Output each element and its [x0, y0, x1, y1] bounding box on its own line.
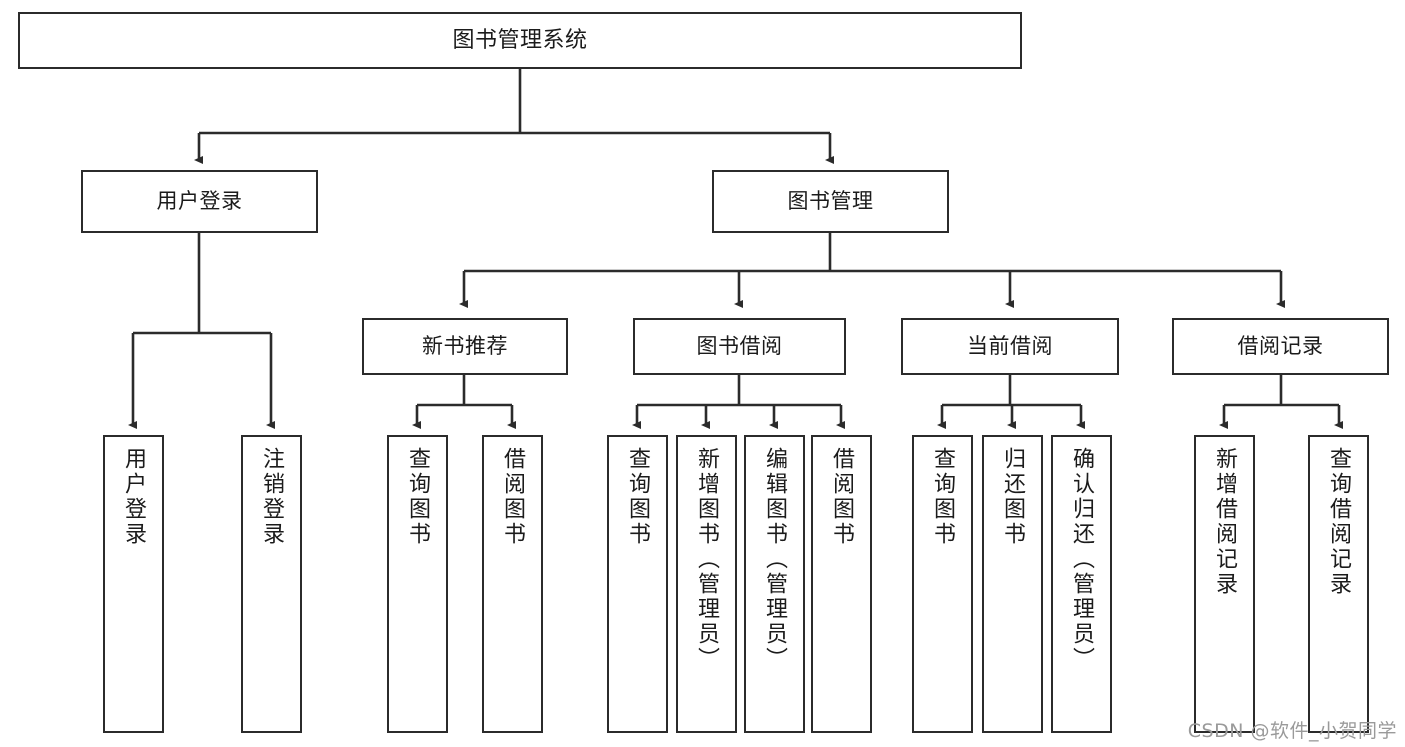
node-label: 图书管理系统	[452, 27, 588, 53]
node-root-book-management-system[interactable]: 图书管理系统	[18, 12, 1022, 69]
node-label: 用户登录	[121, 447, 147, 547]
node-leaf-confirm-return[interactable]: 确认归还（管理员）	[1051, 435, 1112, 733]
node-book-borrow[interactable]: 图书借阅	[633, 318, 846, 375]
node-borrow-record[interactable]: 借阅记录	[1172, 318, 1389, 375]
node-user-login[interactable]: 用户登录	[81, 170, 318, 233]
node-label: 确认归还（管理员）	[1069, 447, 1095, 672]
node-label: 查询图书	[930, 447, 956, 547]
node-leaf-add-book[interactable]: 新增图书（管理员）	[676, 435, 737, 733]
node-label: 图书管理	[787, 189, 874, 214]
node-label: 借阅记录	[1237, 334, 1324, 359]
node-label: 编辑图书（管理员）	[762, 447, 788, 672]
watermark-text: CSDN @软件_小贺同学	[1187, 720, 1397, 742]
node-leaf-add-borrow-record[interactable]: 新增借阅记录	[1194, 435, 1255, 733]
node-leaf-query-book-1[interactable]: 查询图书	[387, 435, 448, 733]
node-leaf-borrow-book-1[interactable]: 借阅图书	[482, 435, 543, 733]
node-new-book-recommend[interactable]: 新书推荐	[362, 318, 568, 375]
node-label: 归还图书	[1000, 447, 1026, 547]
node-label: 新增借阅记录	[1212, 447, 1238, 597]
node-label: 借阅图书	[500, 447, 526, 547]
node-label: 查询借阅记录	[1326, 447, 1352, 597]
node-book-management[interactable]: 图书管理	[712, 170, 949, 233]
node-label: 新增图书（管理员）	[694, 447, 720, 672]
node-label: 当前借阅	[967, 334, 1053, 359]
node-label: 注销登录	[259, 447, 285, 547]
node-label: 用户登录	[156, 189, 243, 214]
node-current-borrow[interactable]: 当前借阅	[901, 318, 1119, 375]
node-leaf-return-book[interactable]: 归还图书	[982, 435, 1043, 733]
node-label: 借阅图书	[829, 447, 855, 547]
node-leaf-edit-book[interactable]: 编辑图书（管理员）	[744, 435, 805, 733]
node-leaf-borrow-book-2[interactable]: 借阅图书	[811, 435, 872, 733]
node-label: 新书推荐	[422, 334, 508, 359]
node-leaf-query-book-3[interactable]: 查询图书	[912, 435, 973, 733]
node-leaf-logout-login[interactable]: 注销登录	[241, 435, 302, 733]
node-leaf-query-book-2[interactable]: 查询图书	[607, 435, 668, 733]
node-leaf-user-login[interactable]: 用户登录	[103, 435, 164, 733]
node-label: 查询图书	[625, 447, 651, 547]
node-leaf-query-borrow-record[interactable]: 查询借阅记录	[1308, 435, 1369, 733]
node-label: 查询图书	[405, 447, 431, 547]
node-label: 图书借阅	[696, 334, 783, 359]
